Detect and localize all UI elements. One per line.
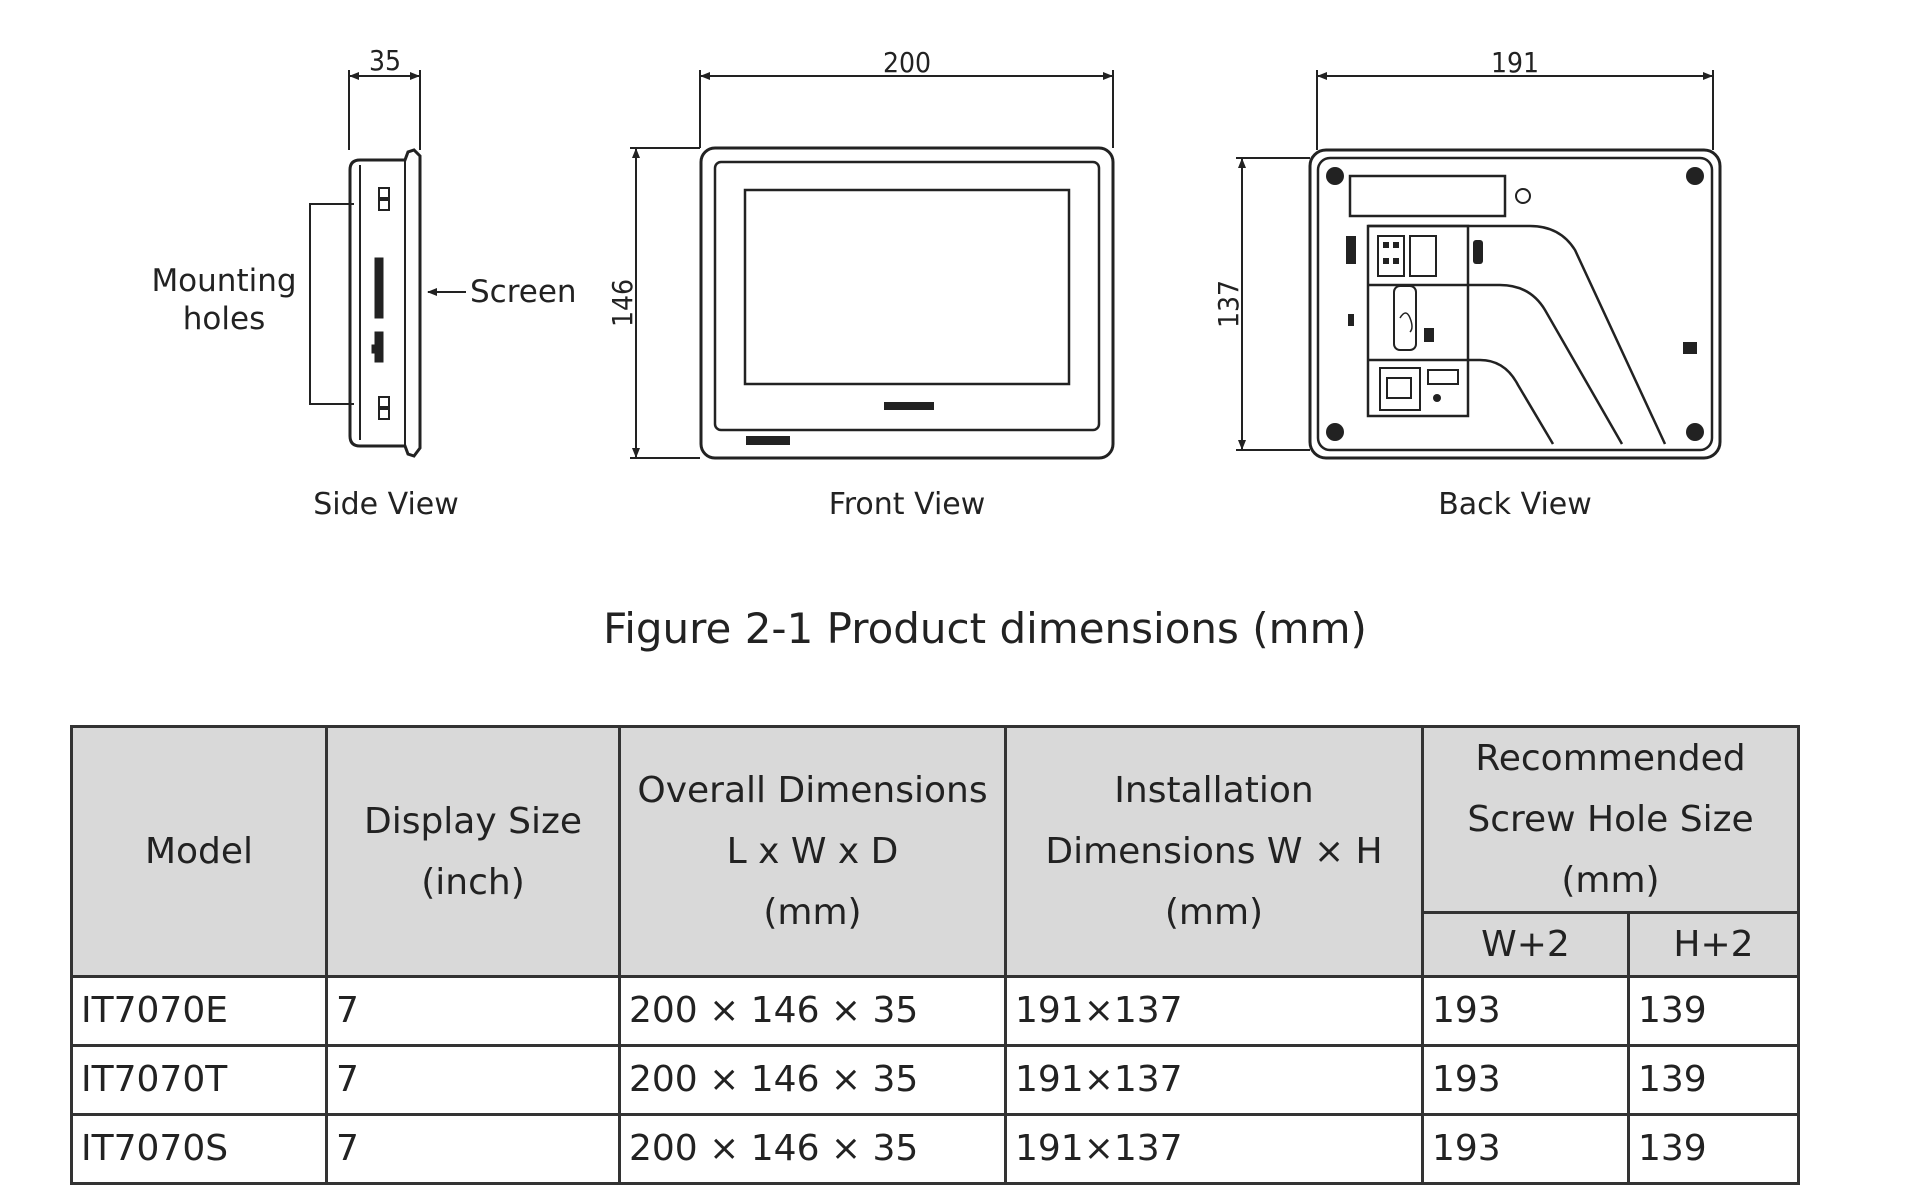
front-view	[630, 70, 1115, 460]
header-overall-dimensions: Overall Dimensions L x W x D (mm)	[618, 725, 1007, 978]
front-height-label: 146	[606, 279, 639, 327]
cell-overall-dimensions: 200 × 146 × 35	[618, 1044, 1007, 1116]
front-width-label: 200	[883, 46, 931, 79]
header-display-size-line2: (inch)	[421, 861, 525, 903]
header-w2: W+2	[1421, 911, 1630, 978]
cell-model: IT7070E	[70, 975, 328, 1047]
mounting-holes-label-line1: Mounting	[151, 263, 296, 299]
header-overall-line1: Overall Dimensions	[637, 770, 988, 811]
cell-installation-dimensions: 191×137	[1004, 1113, 1424, 1185]
cell-overall-dimensions: 200 × 146 × 35	[618, 1113, 1007, 1185]
header-screw-line2: Screw Hole Size	[1467, 799, 1754, 840]
mounting-holes-label-line2: holes	[183, 301, 265, 337]
cell-model: IT7070T	[70, 1044, 328, 1116]
cell-display-size: 7	[325, 1044, 621, 1116]
side-view	[309, 70, 466, 458]
cell-h2: 139	[1627, 1044, 1800, 1116]
header-installation-line2: Dimensions W × H	[1045, 831, 1383, 872]
screen-label: Screen	[470, 274, 577, 310]
back-view-label: Back View	[1438, 487, 1592, 522]
header-installation-line1: Installation	[1114, 770, 1314, 811]
header-overall-line2: L x W x D	[726, 831, 899, 872]
side-view-label: Side View	[313, 487, 459, 522]
back-view	[1236, 70, 1722, 460]
table-row: IT7070T 7 200 × 146 × 35 191×137 193 139	[70, 1044, 1800, 1116]
side-depth-label: 35	[369, 44, 401, 77]
header-h2: H+2	[1627, 911, 1800, 978]
cell-display-size: 7	[325, 975, 621, 1047]
cell-w2: 193	[1421, 975, 1630, 1047]
cell-installation-dimensions: 191×137	[1004, 975, 1424, 1047]
header-installation-line3: (mm)	[1164, 892, 1264, 933]
cell-overall-dimensions: 200 × 146 × 35	[618, 975, 1007, 1047]
table-row: IT7070S 7 200 × 146 × 35 191×137 193 139	[70, 1113, 1800, 1185]
back-height-label: 137	[1212, 280, 1245, 328]
cell-display-size: 7	[325, 1113, 621, 1185]
cell-h2: 139	[1627, 975, 1800, 1047]
header-model: Model	[70, 725, 328, 978]
table-row: IT7070E 7 200 × 146 × 35 191×137 193 139	[70, 975, 1800, 1047]
cell-w2: 193	[1421, 1044, 1630, 1116]
header-overall-line3: (mm)	[763, 892, 862, 933]
cell-installation-dimensions: 191×137	[1004, 1044, 1424, 1116]
header-installation-dimensions: Installation Dimensions W × H (mm)	[1004, 725, 1424, 978]
header-screw-line1: Recommended	[1475, 738, 1746, 779]
cell-model: IT7070S	[70, 1113, 328, 1185]
figure-caption: Figure 2-1 Product dimensions (mm)	[603, 604, 1367, 653]
header-screw-hole: Recommended Screw Hole Size (mm)	[1421, 725, 1800, 914]
front-view-label: Front View	[829, 487, 986, 522]
dimensions-table: Model Display Size (inch) Overall Dimens…	[70, 725, 1800, 1185]
back-width-label: 191	[1491, 46, 1539, 79]
cell-w2: 193	[1421, 1113, 1630, 1185]
dimension-drawing: 35 Mounting holes Screen Side View 200 1…	[151, 44, 1722, 522]
header-screw-line3: (mm)	[1561, 860, 1660, 901]
header-display-size-line1: Display Size	[363, 800, 583, 842]
cell-h2: 139	[1627, 1113, 1800, 1185]
header-display-size: Display Size (inch)	[325, 725, 621, 978]
